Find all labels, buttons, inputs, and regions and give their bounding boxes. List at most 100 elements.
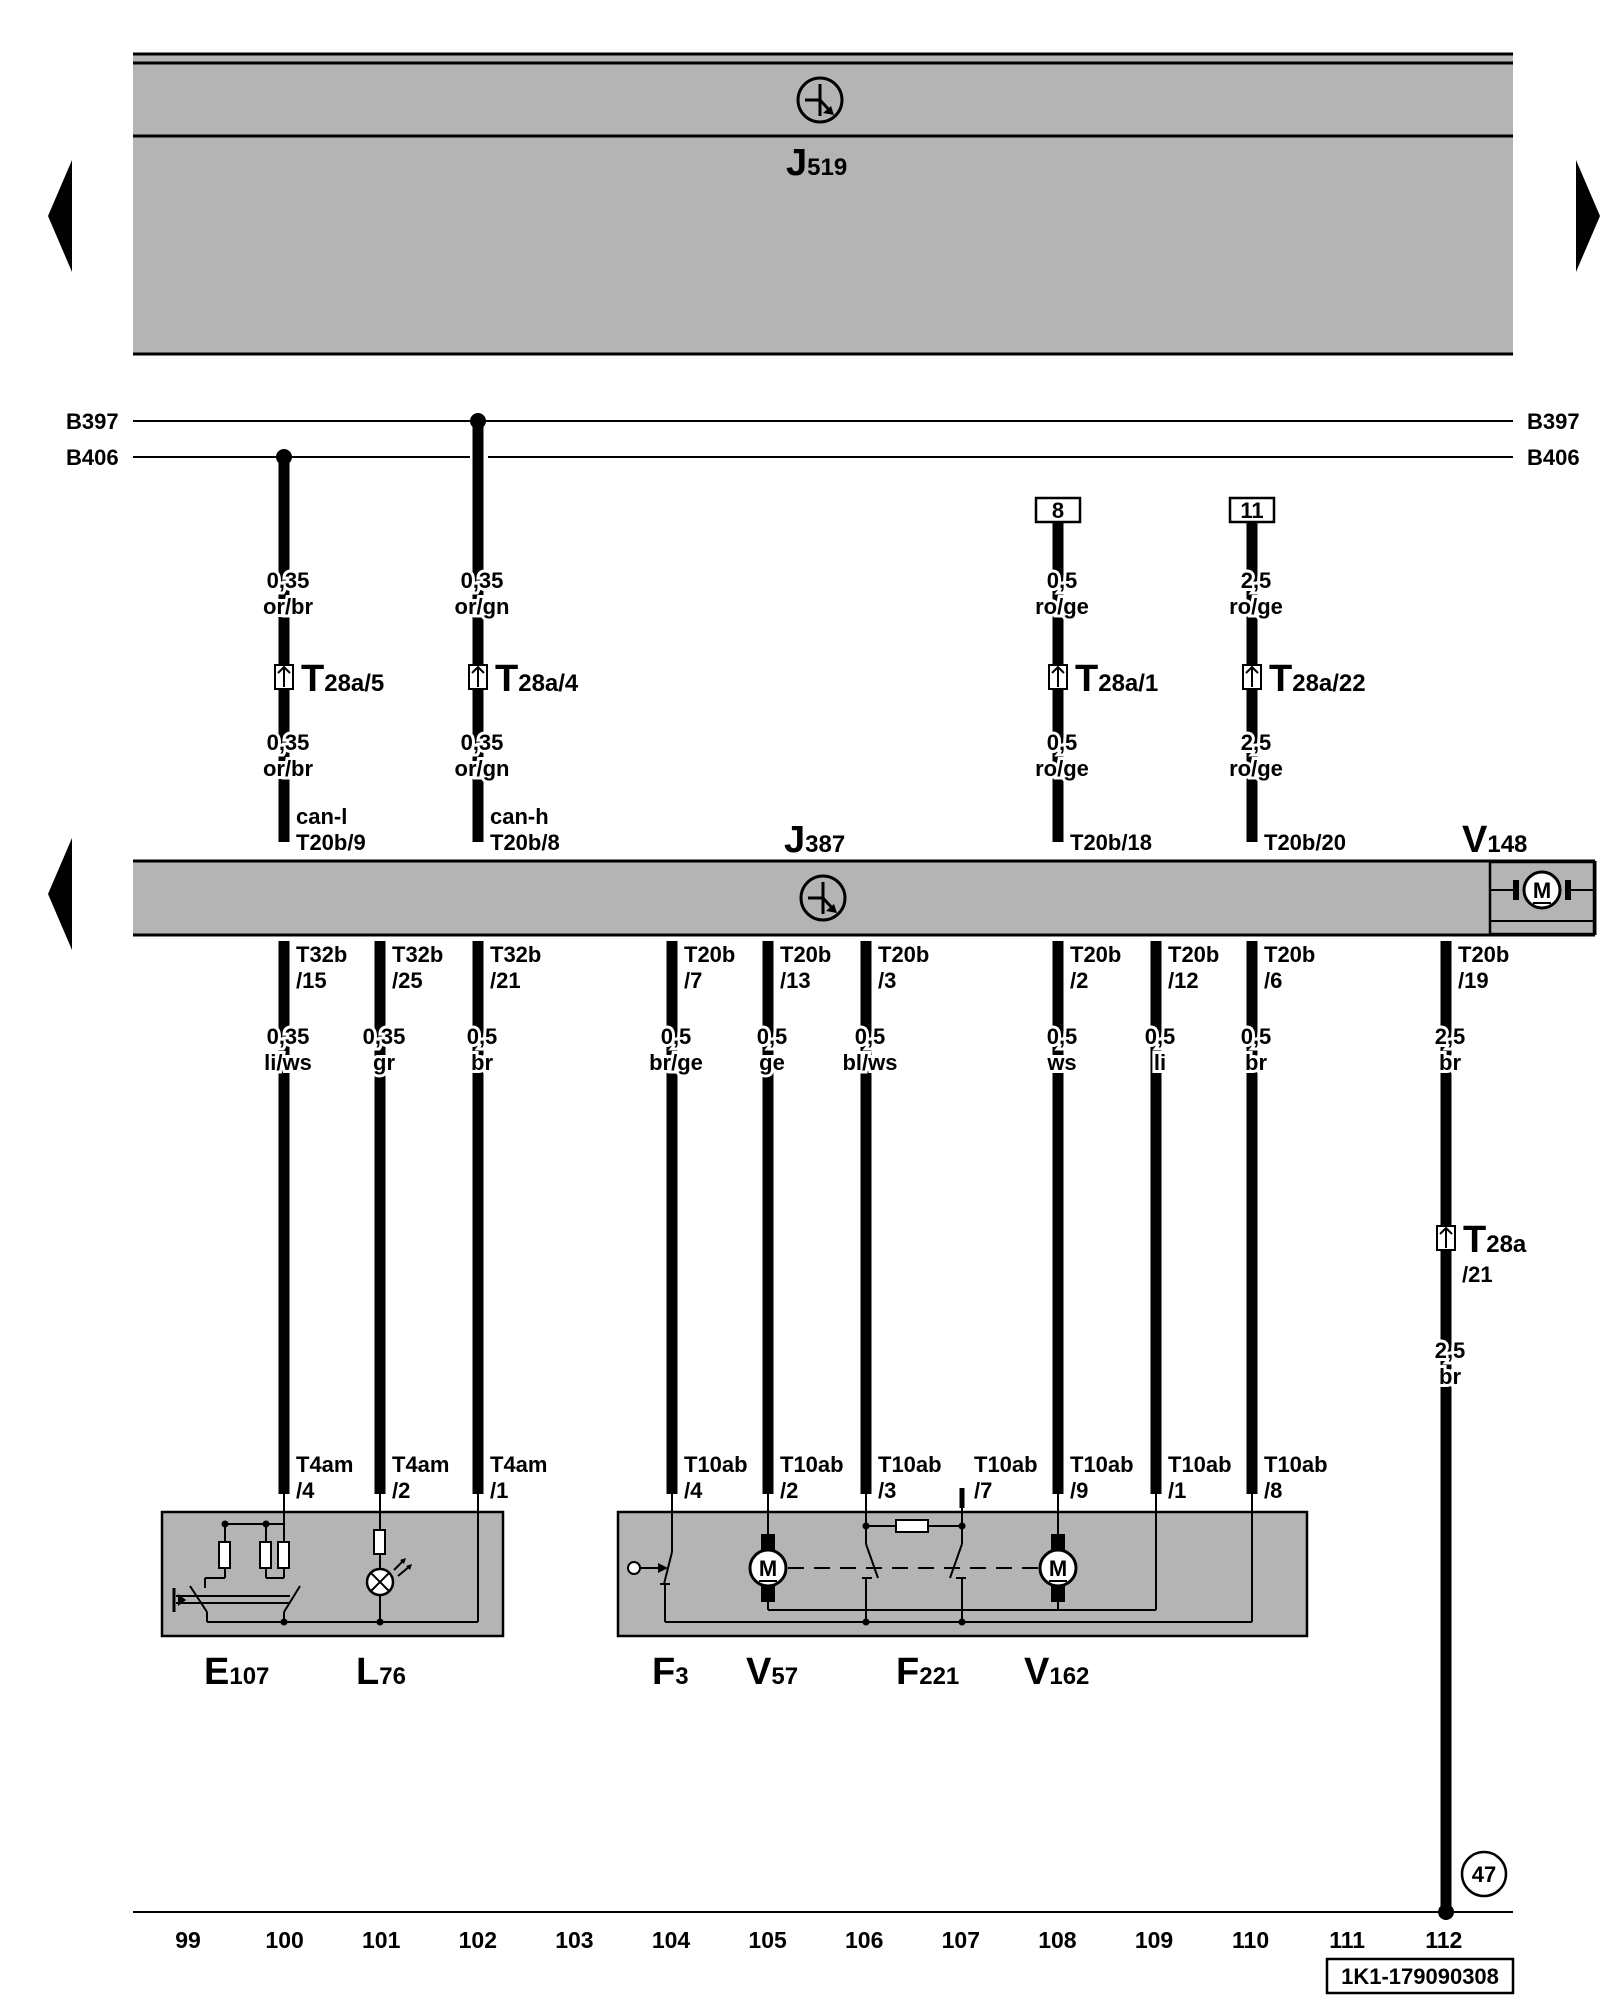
svg-text:br/ge: br/ge — [649, 1050, 703, 1075]
svg-text:2,5: 2,5 — [1435, 1024, 1466, 1049]
svg-text:/13: /13 — [780, 968, 811, 993]
svg-text:gr: gr — [373, 1050, 395, 1075]
svg-text:0,35: 0,35 — [363, 1024, 406, 1049]
wire-100-lower: T32b /15 0,35 li/ws T4am /4 — [261, 942, 353, 1503]
svg-text:0,35: 0,35 — [267, 1024, 310, 1049]
column-number: 104 — [652, 1927, 691, 1953]
column-number: 101 — [362, 1927, 401, 1953]
column-number: 103 — [555, 1927, 593, 1953]
svg-text:0,5: 0,5 — [1241, 1024, 1272, 1049]
svg-text:ge: ge — [759, 1050, 785, 1075]
component-label-e107: E107 — [204, 1651, 269, 1693]
column-number: 99 — [175, 1927, 201, 1953]
svg-text:ro/ge: ro/ge — [1229, 756, 1283, 781]
svg-text:ro/ge: ro/ge — [1035, 594, 1089, 619]
svg-text:/21: /21 — [490, 968, 521, 993]
module-j387-label: J387 — [784, 819, 845, 861]
svg-text:ro/ge: ro/ge — [1229, 594, 1283, 619]
bus-b397-label-left: B397 — [66, 409, 119, 434]
module-j519-label: J519 — [786, 142, 847, 184]
svg-text:/6: /6 — [1264, 968, 1282, 993]
svg-text:/2: /2 — [1070, 968, 1088, 993]
svg-text:T10ab: T10ab — [878, 1452, 942, 1477]
svg-text:/12: /12 — [1168, 968, 1199, 993]
wire-104-lower: T20b /7 0,5 br/ge T10ab /4 — [646, 942, 747, 1503]
svg-text:/2: /2 — [392, 1478, 410, 1503]
lamp-icon — [365, 1558, 412, 1597]
bus-b406-label-right: B406 — [1527, 445, 1580, 470]
svg-text:M: M — [1049, 1556, 1067, 1581]
motor-icon: M — [1038, 1494, 1078, 1610]
svg-text:2,5: 2,5 — [1241, 568, 1272, 593]
terminal-11: 11 — [1228, 496, 1276, 524]
component-label-v162: V162 — [1024, 1651, 1089, 1693]
component-label-f221: F221 — [896, 1651, 959, 1693]
connector-icon — [1436, 1225, 1456, 1251]
svg-text:0,5: 0,5 — [1047, 730, 1078, 755]
svg-text:T20b: T20b — [780, 942, 831, 967]
svg-text:or/gn: or/gn — [455, 594, 510, 619]
upper-wires: 8 11 0,35 or/br T28a/5 0,35 or/br can-l … — [260, 413, 1366, 855]
svg-text:T28a/5: T28a/5 — [301, 658, 384, 700]
svg-text:47: 47 — [1472, 1862, 1496, 1887]
nav-left-arrow-middle[interactable] — [48, 838, 72, 950]
svg-text:8: 8 — [1052, 498, 1064, 523]
svg-text:T32b: T32b — [392, 942, 443, 967]
wire-108-upper: 0,5 ro/ge T28a/1 0,5 ro/ge T20b/18 — [1032, 565, 1158, 855]
svg-text:T20b: T20b — [1458, 942, 1509, 967]
lower-wires: T32b /15 0,35 li/ws T4am /4 T32b /25 0,3… — [261, 941, 1527, 1920]
svg-text:/1: /1 — [490, 1478, 508, 1503]
nav-left-arrow-top[interactable] — [48, 160, 72, 272]
wire-101-lower: T32b /25 0,35 gr T4am /2 — [360, 942, 450, 1503]
component-box-window-motors: M M — [616, 1494, 1309, 1638]
svg-text:0,35: 0,35 — [461, 568, 504, 593]
svg-text:0,35: 0,35 — [267, 568, 310, 593]
svg-text:0,35: 0,35 — [461, 730, 504, 755]
column-number: 107 — [942, 1927, 980, 1953]
svg-text:br: br — [1439, 1364, 1461, 1389]
door-contact-switch-icon — [627, 1494, 673, 1622]
svg-text:T28a: T28a — [1463, 1219, 1527, 1261]
svg-text:/25: /25 — [392, 968, 423, 993]
svg-text:T20b: T20b — [684, 942, 735, 967]
svg-text:li/ws: li/ws — [264, 1050, 312, 1075]
svg-text:can-h: can-h — [490, 804, 549, 829]
svg-text:can-l: can-l — [296, 804, 347, 829]
svg-text:or/br: or/br — [263, 594, 314, 619]
svg-text:T32b: T32b — [490, 942, 541, 967]
component-box-e107-l76 — [160, 1494, 505, 1638]
svg-text:T4am: T4am — [490, 1452, 547, 1477]
svg-text:T32b: T32b — [296, 942, 347, 967]
motor-v148: M — [1488, 860, 1596, 936]
svg-text:T10ab: T10ab — [1264, 1452, 1328, 1477]
column-number: 111 — [1329, 1927, 1365, 1953]
column-number: 100 — [265, 1927, 303, 1953]
svg-text:bl/ws: bl/ws — [842, 1050, 897, 1075]
svg-text:or/br: or/br — [263, 756, 314, 781]
column-number: 112 — [1425, 1927, 1462, 1953]
nav-right-arrow-top[interactable] — [1576, 160, 1600, 272]
svg-text:/21: /21 — [1462, 1262, 1493, 1287]
bus-b397-label-right: B397 — [1527, 409, 1580, 434]
svg-text:/1: /1 — [1168, 1478, 1186, 1503]
svg-text:0,5: 0,5 — [661, 1024, 692, 1049]
svg-text:0,5: 0,5 — [757, 1024, 788, 1049]
svg-text:0,5: 0,5 — [1047, 568, 1078, 593]
terminal-8: 8 — [1034, 496, 1082, 524]
svg-text:/7: /7 — [974, 1478, 992, 1503]
svg-text:T4am: T4am — [296, 1452, 353, 1477]
svg-text:br: br — [471, 1050, 493, 1075]
wire-110-lower: T20b /6 0,5 br T10ab /8 — [1238, 942, 1328, 1503]
svg-text:/2: /2 — [780, 1478, 798, 1503]
wire-100-upper: 0,35 or/br T28a/5 0,35 or/br can-l T20b/… — [260, 565, 384, 855]
wire-108-lower: T20b /2 0,5 ws T10ab /9 — [1043, 942, 1133, 1503]
svg-text:0,5: 0,5 — [467, 1024, 498, 1049]
component-label-f3: F3 — [652, 1651, 689, 1693]
connector-icon — [274, 664, 294, 690]
svg-text:T20b/18: T20b/18 — [1070, 830, 1152, 855]
motor-icon — [1522, 870, 1562, 910]
wire-106-lower: T20b /3 0,5 bl/ws T10ab /3 — [839, 942, 942, 1503]
wire-112-ground: T20b /19 2,5 br T28a /21 2,5 br 47 — [1432, 942, 1527, 1898]
